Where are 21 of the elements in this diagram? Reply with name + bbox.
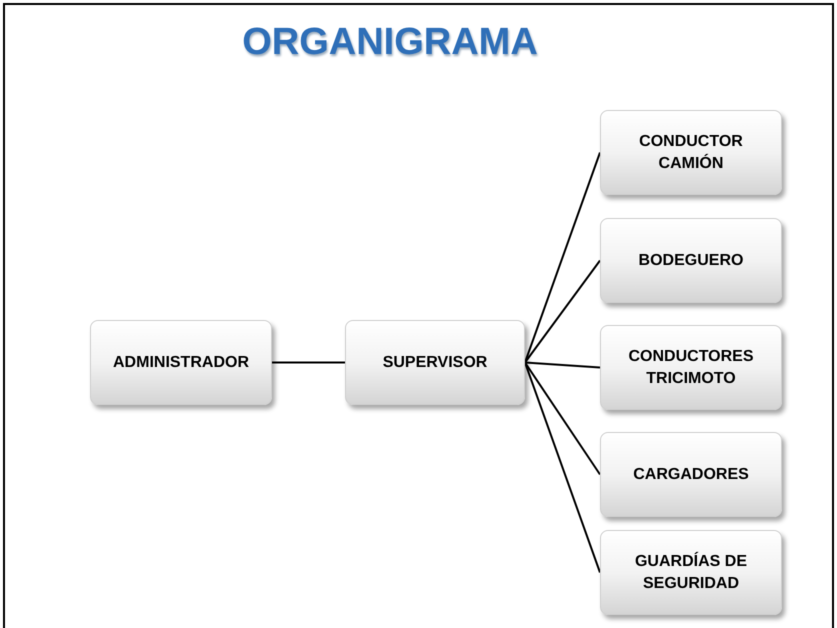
org-box: [345, 320, 525, 405]
org-box: [600, 325, 782, 410]
connector-line: [272, 362, 345, 364]
connector-line: [524, 152, 601, 363]
role-label: CONDUCTORES TRICIMOTO: [627, 346, 755, 388]
connector-line: [524, 260, 601, 364]
org-box: [90, 320, 272, 405]
org-box: [600, 218, 782, 303]
org-box: [600, 110, 782, 195]
role-label: CARGADORES: [633, 464, 749, 485]
connector-line: [524, 362, 601, 476]
org-box: [600, 530, 782, 615]
connector-line: [524, 362, 600, 368]
connector-line: [524, 362, 601, 573]
role-label: CONDUCTOR CAMIÓN: [638, 132, 744, 174]
org-box: [600, 432, 782, 517]
role-label: ADMINISTRADOR: [113, 352, 249, 373]
role-label: GUARDÍAS DE SEGURIDAD: [634, 550, 748, 594]
role-label: BODEGUERO: [638, 250, 744, 271]
role-label: SUPERVISOR: [382, 352, 488, 373]
title: ORGANIGRAMA: [241, 20, 539, 65]
